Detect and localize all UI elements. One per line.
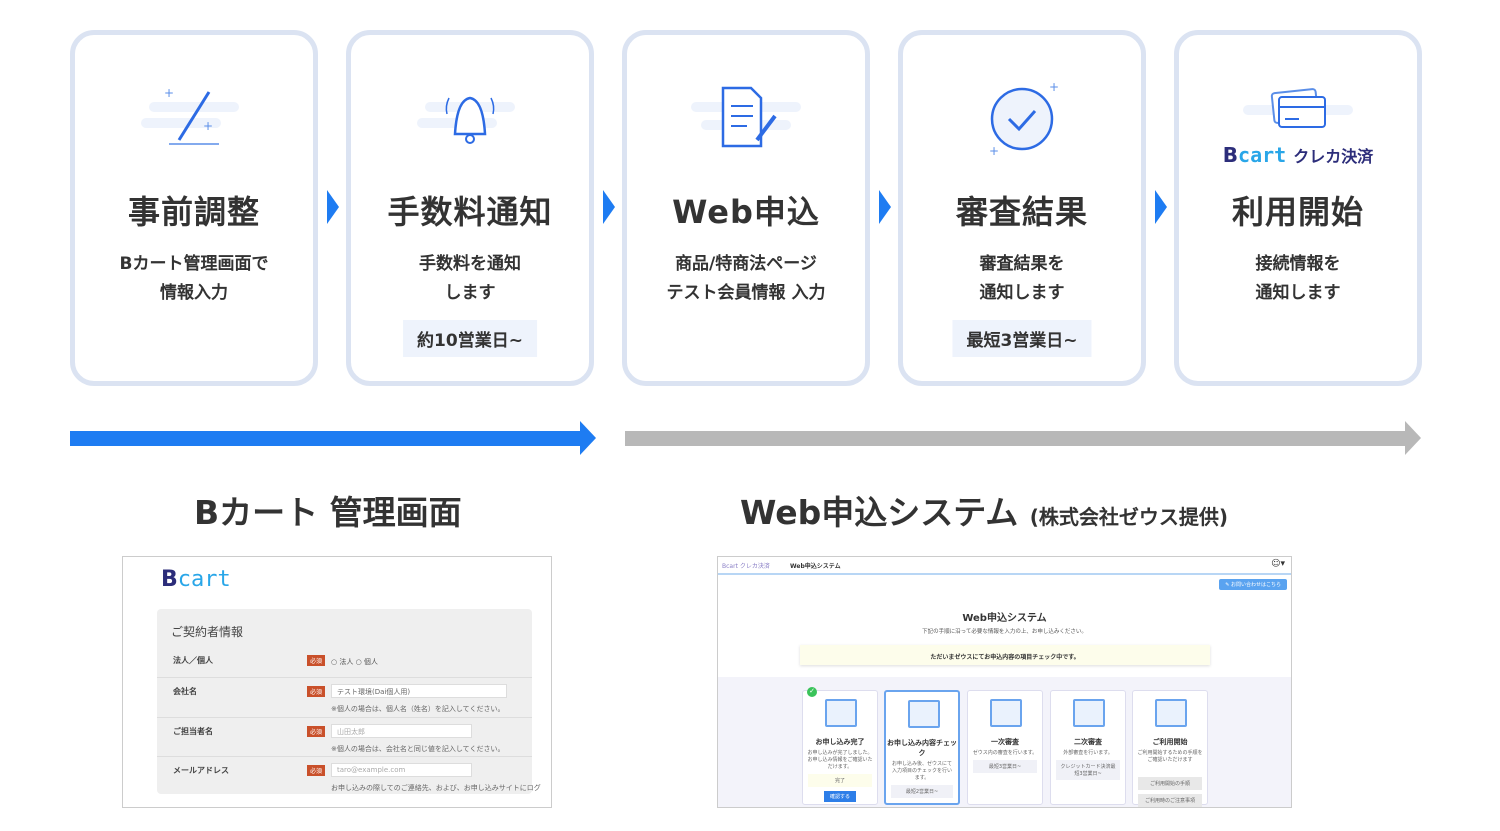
websys-subtitle: 下記の手順に沿って必要な情報を入力の上、お申し込みください。: [922, 629, 1087, 635]
review-icon: [1073, 699, 1105, 727]
svg-text:+: +: [1049, 80, 1059, 94]
arrow-head-icon: [1405, 421, 1421, 455]
check-circle-icon: ++: [903, 77, 1141, 157]
websys-logo: Bcart クレカ決済: [722, 563, 770, 570]
step-title: 手数料通知: [387, 193, 553, 231]
websys-step-5: ご利用開始ご利用開始するための手順をご確認いただけますご利用開始の手順ご利用時の…: [1132, 690, 1208, 807]
duration-badge: 最短3営業日~: [952, 320, 1092, 357]
step-card-3: Web申込 商品/特商法ページテスト会員情報 入力: [622, 30, 870, 386]
section-title-bcart: Bカート 管理画面: [194, 493, 462, 532]
contact-name-input[interactable]: 山田太郎: [331, 724, 472, 738]
websys-title: Web申込システム: [962, 613, 1047, 624]
nav-title: Web申込システム: [790, 563, 841, 570]
field-label: 法人／個人: [173, 656, 213, 665]
contract-form: ご契約者情報 法人／個人 必須 ○ 法人 ○ 個人 会社名 必須 テスト環境(D…: [157, 609, 541, 794]
review-icon: [990, 699, 1022, 727]
step-desc: 商品/特商法ページテスト会員情報 入力: [666, 254, 826, 303]
step-card-1: ++ 事前調整 Bカート管理画面で情報入力: [70, 30, 318, 386]
checklist-icon: [908, 700, 940, 728]
step-desc: Bカート管理画面で情報入力: [119, 254, 269, 303]
user-account-icon[interactable]: ☺▾: [1271, 559, 1285, 569]
websys-step-4: 二次審査外部審査を行います。クレジットカード決済最短3営業日~: [1050, 690, 1126, 805]
type-radio[interactable]: ○ 法人 ○ 個人: [331, 658, 378, 666]
svg-text:+: +: [203, 119, 213, 133]
section-title-websys: Web申込システム (株式会社ゼウス提供): [740, 493, 1229, 532]
cart-laptop-icon: [1155, 699, 1187, 727]
step-arrow-icon: [603, 190, 615, 224]
bcart-admin-screenshot: Bcart ご契約者情報 法人／個人 必須 ○ 法人 ○ 個人 会社名 必須 テ…: [122, 556, 552, 808]
field-note: ※個人の場合は、会社名と同じ値を記入してください。: [331, 745, 505, 753]
credit-card-icon: [1179, 85, 1417, 135]
arrow-head-icon: [580, 421, 596, 455]
document-pen-icon: [627, 77, 865, 157]
field-note: お申し込みの際してのご連絡先、および、お申し込みサイトにログ: [331, 784, 541, 792]
field-label: ご担当者名: [173, 727, 213, 736]
required-badge: 必須: [307, 686, 326, 697]
step-title: Web申込: [672, 193, 820, 231]
field-label: 会社名: [173, 687, 197, 696]
websys-step-1: お申し込み完了お申し込みが完了しました。お申し込み情報をご確認いただけます。完了…: [802, 687, 878, 805]
contact-button[interactable]: ✎ お問い合わせはこちら: [1219, 579, 1287, 590]
field-note: ※個人の場合は、個人名（姓名）を記入してください。: [331, 705, 505, 713]
websys-step-3: 一次審査ゼウス内の審査を行います。最短3営業日~: [967, 690, 1043, 805]
form-heading: ご契約者情報: [171, 625, 244, 639]
link-button[interactable]: ご利用開始の手順: [1138, 777, 1202, 790]
link-button[interactable]: ご利用時のご注意事項: [1138, 794, 1202, 807]
step-title: 利用開始: [1231, 193, 1364, 231]
step-arrow-icon: [327, 190, 339, 224]
required-badge: 必須: [307, 765, 326, 776]
bcart-credit-logo: Bcart クレカ決済: [1222, 143, 1374, 167]
step-arrow-icon: [879, 190, 891, 224]
websys-navbar: Bcart クレカ決済 Web申込システム ☺▾: [718, 557, 1291, 575]
step-desc: 接続情報を通知します: [1255, 254, 1341, 303]
step-title: 審査結果: [955, 193, 1088, 231]
confirm-button[interactable]: 確認する: [824, 791, 856, 802]
websys-step-2: お申し込み内容チェックお申し込み後、ゼウスにて入力項目のチェックを行います。最短…: [884, 690, 960, 805]
websys-phase-arrow: [625, 431, 1407, 446]
pencil-icon: ++: [75, 77, 313, 157]
bcart-logo: Bcart: [161, 567, 231, 592]
step-arrow-icon: [1155, 190, 1167, 224]
required-badge: 必須: [307, 726, 326, 737]
laptop-icon: [825, 699, 857, 727]
required-badge: 必須: [307, 655, 326, 666]
step-card-5: Bcart クレカ決済 利用開始 接続情報を通知します: [1174, 30, 1422, 386]
step-title: 事前調整: [127, 193, 260, 231]
step-card-4: ++ 審査結果 審査結果を通知します 最短3営業日~: [898, 30, 1146, 386]
step-card-2: 手数料通知 手数料を通知します 約10営業日~: [346, 30, 594, 386]
bell-icon: [351, 77, 589, 157]
bcart-phase-arrow: [70, 431, 582, 446]
field-label: メールアドレス: [173, 766, 229, 775]
svg-text:+: +: [989, 144, 999, 157]
status-notice: ただいまゼウスにてお申込内容の項目チェック中です。: [800, 645, 1210, 665]
step-desc: 審査結果を通知します: [979, 254, 1065, 303]
email-input[interactable]: taro@example.com: [331, 763, 472, 777]
svg-text:+: +: [164, 86, 174, 100]
step-desc: 手数料を通知します: [419, 254, 521, 303]
duration-badge: 約10営業日~: [403, 320, 537, 357]
company-input[interactable]: テスト環境(Dai個人用): [331, 684, 507, 698]
check-icon: ✓: [807, 687, 817, 697]
